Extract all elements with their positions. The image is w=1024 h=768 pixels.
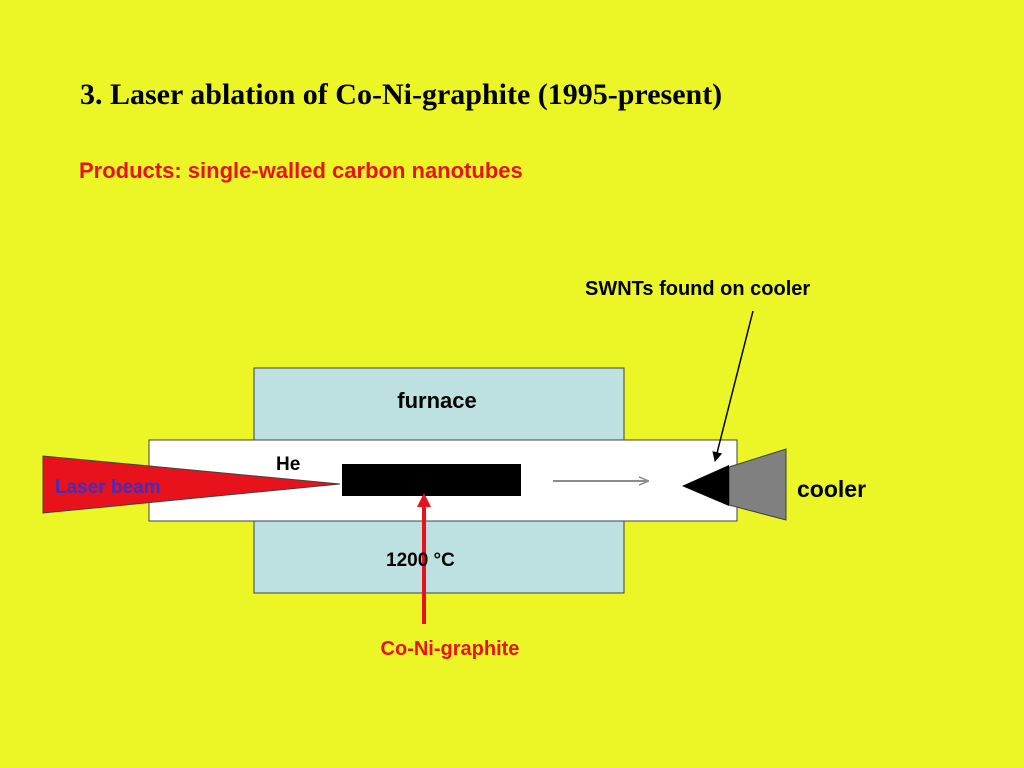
cooler-body: [728, 448, 787, 521]
furnace-label: furnace: [397, 388, 476, 413]
co-ni-graphite-target: [342, 464, 521, 496]
swnts-pointer-arrow: [712, 310, 754, 462]
co-ni-graphite-label: Co-Ni-graphite: [381, 638, 520, 660]
laser-beam-label: Laser beam: [55, 477, 161, 498]
swnts-label: SWNTs found on cooler: [585, 278, 810, 300]
slide-subtitle: Products: single-walled carbon nanotubes: [79, 158, 523, 183]
temperature-label: 1200 °C: [386, 550, 455, 571]
cooler-label: cooler: [797, 476, 866, 502]
he-label: He: [276, 454, 300, 475]
cooler-tip: [682, 465, 729, 506]
slide-title: 3. Laser ablation of Co-Ni-graphite (199…: [80, 78, 723, 111]
laser-beam-shape: [42, 455, 341, 514]
